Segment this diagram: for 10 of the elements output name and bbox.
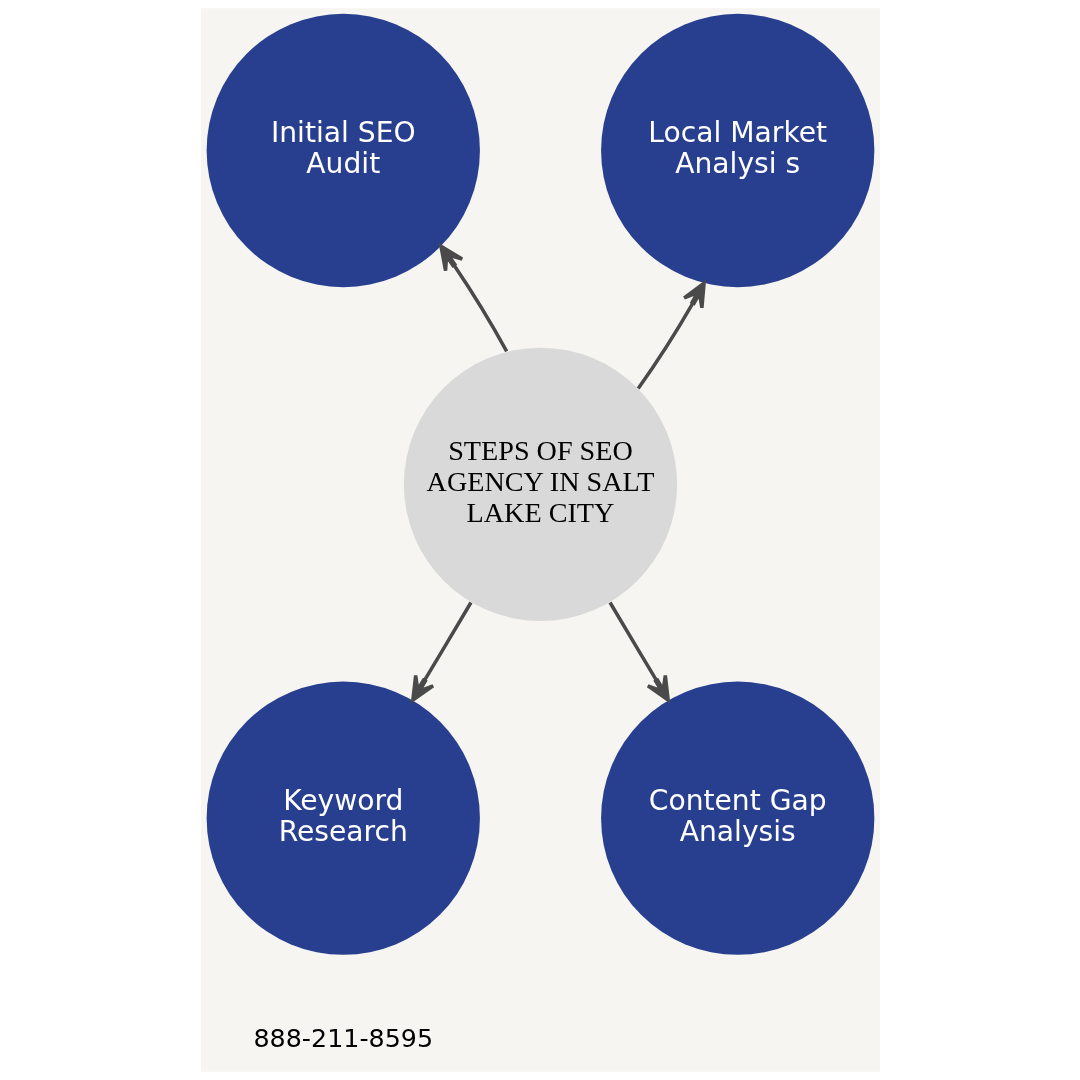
label: 888-211-8595	[253, 1023, 433, 1053]
node-circle: Local Market Analysi s	[600, 13, 874, 288]
arrow	[636, 281, 706, 390]
node-circle: Content Gap Analysis	[600, 681, 874, 955]
arrow	[438, 244, 508, 353]
arrow	[608, 601, 670, 702]
node-circle: Initial SEO Audit	[206, 13, 480, 288]
node-circle: Keyword Research	[206, 681, 480, 955]
arrow	[410, 601, 472, 702]
node-circle: STEPS OF SEO AGENCY IN SALT LAKE CITY	[403, 347, 677, 621]
